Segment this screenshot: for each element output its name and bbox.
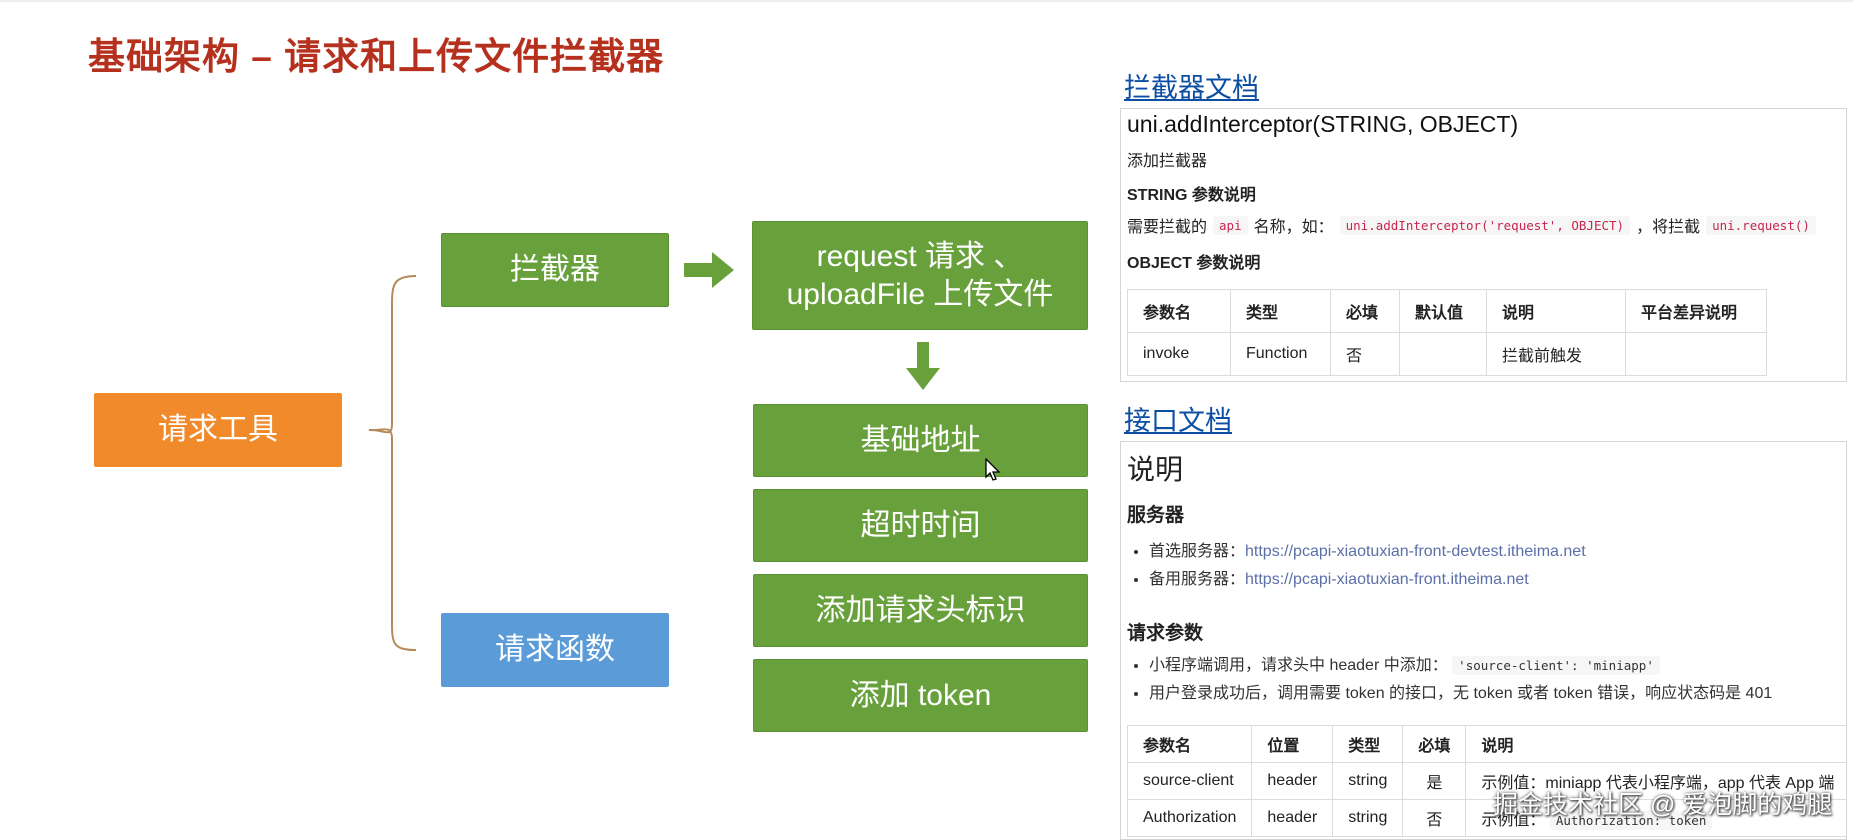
bullet-text: 小程序端调用，请求头中 header 中添加： bbox=[1149, 657, 1448, 674]
table-header-cell: 必填 bbox=[1402, 725, 1467, 763]
code-api: api bbox=[1213, 215, 1248, 235]
table-header-cell: 必填 bbox=[1330, 289, 1400, 333]
step-label: 基础地址 bbox=[860, 423, 981, 457]
object-param-heading: OBJECT 参数说明 bbox=[1127, 255, 1261, 272]
api-doc-panel: 说明 服务器 首选服务器：https://pcapi-xiaotuxian-fr… bbox=[1120, 441, 1847, 840]
server-primary-url[interactable]: https://pcapi-xiaotuxian-front-devtest.i… bbox=[1245, 543, 1586, 560]
target-apis-node: request 请求 、 uploadFile 上传文件 bbox=[752, 221, 1088, 330]
request-param-table: 参数名 位置 类型 必填 说明 source-client header str… bbox=[1126, 725, 1846, 837]
api-signature: uni.addInterceptor(STRING, OBJECT) bbox=[1127, 111, 1519, 137]
list-item: 用户登录成功后，调用需要 token 的接口，无 token 或者 token … bbox=[1149, 680, 1772, 708]
string-param-description: 需要拦截的 api 名称，如： uni.addInterceptor('requ… bbox=[1127, 213, 1816, 237]
code-example: uni.addInterceptor('request', OBJECT) bbox=[1339, 215, 1631, 235]
param-suffix: ，将拦截 bbox=[1636, 219, 1701, 236]
table-row: invoke Function 否 拦截前触发 bbox=[1127, 332, 1767, 376]
table-cell bbox=[1399, 332, 1487, 376]
table-header-cell: 参数名 bbox=[1126, 725, 1253, 763]
top-divider bbox=[0, 0, 1853, 2]
table-header-cell: 说明 bbox=[1486, 289, 1626, 333]
interceptor-doc-link[interactable]: 拦截器文档 bbox=[1124, 73, 1259, 103]
step-add-token: 添加 token bbox=[753, 659, 1088, 732]
root-node-request-tool: 请求工具 bbox=[94, 393, 342, 467]
list-item: 小程序端调用，请求头中 header 中添加： 'source-client':… bbox=[1149, 652, 1772, 680]
api-description: 添加拦截器 bbox=[1127, 153, 1208, 170]
arrow-down-icon bbox=[906, 342, 940, 390]
table-header-cell: 说明 bbox=[1465, 725, 1846, 763]
request-params-list: 小程序端调用，请求头中 header 中添加： 'source-client':… bbox=[1121, 652, 1772, 708]
table-cell: Function bbox=[1230, 332, 1331, 376]
code-target: uni.request() bbox=[1706, 215, 1816, 235]
table-cell: header bbox=[1251, 762, 1334, 800]
server-list: 首选服务器：https://pcapi-xiaotuxian-front-dev… bbox=[1121, 538, 1586, 594]
server-heading: 服务器 bbox=[1127, 505, 1185, 526]
server-backup-label: 备用服务器： bbox=[1149, 571, 1246, 588]
table-cell: string bbox=[1332, 762, 1404, 800]
bullet-text: 用户登录成功后，调用需要 token 的接口，无 token 或者 token … bbox=[1149, 685, 1773, 702]
arrow-right-icon bbox=[684, 252, 734, 288]
table-header-row: 参数名 位置 类型 必填 说明 bbox=[1126, 725, 1846, 763]
param-prefix: 需要拦截的 bbox=[1127, 219, 1208, 236]
step-label: 超时时间 bbox=[860, 508, 981, 542]
table-header-cell: 位置 bbox=[1251, 725, 1334, 763]
server-primary-label: 首选服务器： bbox=[1149, 543, 1246, 560]
step-label: 添加请求头标识 bbox=[815, 593, 1026, 627]
table-cell: invoke bbox=[1127, 332, 1231, 376]
table-row: Authorization header string 否 示例值： Autho… bbox=[1126, 799, 1846, 837]
table-header-row: 参数名 类型 必填 默认值 说明 平台差异说明 bbox=[1127, 289, 1767, 333]
example-label: 示例值： bbox=[1481, 812, 1546, 829]
table-header-cell: 类型 bbox=[1332, 725, 1404, 763]
table-cell: 否 bbox=[1330, 332, 1400, 376]
api-doc-heading: 说明 bbox=[1127, 454, 1184, 485]
table-cell: 否 bbox=[1402, 799, 1467, 837]
target-line-upload: uploadFile 上传文件 bbox=[786, 277, 1054, 311]
request-function-node-label: 请求函数 bbox=[495, 633, 615, 667]
interceptor-node-label: 拦截器 bbox=[510, 253, 600, 287]
table-header-cell: 类型 bbox=[1230, 289, 1331, 333]
table-header-cell: 默认值 bbox=[1399, 289, 1487, 333]
table-cell: 示例值： Authorization: token bbox=[1465, 799, 1846, 837]
auth-code: Authorization: token bbox=[1549, 811, 1713, 830]
watermark: 掘金技术社区 @ 爱泡脚的鸡腿 bbox=[1493, 791, 1833, 819]
table-cell: source-client bbox=[1126, 762, 1253, 800]
target-line-request: request 请求 、 bbox=[816, 240, 1024, 273]
root-node-label: 请求工具 bbox=[158, 413, 278, 447]
table-cell: 拦截前触发 bbox=[1486, 332, 1626, 376]
server-backup-url[interactable]: https://pcapi-xiaotuxian-front.itheima.n… bbox=[1245, 571, 1529, 588]
list-item: 首选服务器：https://pcapi-xiaotuxian-front-dev… bbox=[1149, 538, 1586, 566]
header-code: 'source-client': 'miniapp' bbox=[1452, 656, 1660, 675]
mouse-cursor-icon bbox=[985, 458, 1001, 481]
table-cell: header bbox=[1251, 799, 1334, 837]
interceptor-doc-panel: uni.addInterceptor(STRING, OBJECT) 添加拦截器… bbox=[1120, 108, 1847, 382]
table-cell: 是 bbox=[1402, 762, 1467, 800]
table-cell: 示例值：miniapp 代表小程序端，app 代表 App 端 bbox=[1465, 762, 1846, 800]
api-doc-link[interactable]: 接口文档 bbox=[1124, 406, 1232, 436]
string-param-heading: STRING 参数说明 bbox=[1127, 187, 1256, 204]
param-mid: 名称，如： bbox=[1253, 219, 1334, 236]
curly-brace-icon bbox=[368, 275, 417, 651]
step-header-tag: 添加请求头标识 bbox=[753, 574, 1088, 647]
table-cell: Authorization bbox=[1126, 799, 1253, 837]
table-row: source-client header string 是 示例值：miniap… bbox=[1126, 762, 1846, 800]
step-base-url: 基础地址 bbox=[753, 404, 1088, 477]
table-cell bbox=[1625, 332, 1767, 376]
table-header-cell: 参数名 bbox=[1127, 289, 1231, 333]
interceptor-param-table: 参数名 类型 必填 默认值 说明 平台差异说明 invoke Function … bbox=[1127, 289, 1767, 376]
table-cell: string bbox=[1332, 799, 1404, 837]
request-function-node: 请求函数 bbox=[441, 613, 669, 687]
list-item: 备用服务器：https://pcapi-xiaotuxian-front.ith… bbox=[1149, 566, 1586, 594]
slide-title: 基础架构 – 请求和上传文件拦截器 bbox=[88, 36, 665, 77]
step-label: 添加 token bbox=[849, 678, 992, 712]
interceptor-node: 拦截器 bbox=[441, 233, 669, 307]
step-timeout: 超时时间 bbox=[753, 489, 1088, 562]
request-params-heading: 请求参数 bbox=[1127, 623, 1204, 644]
table-header-cell: 平台差异说明 bbox=[1625, 289, 1767, 333]
